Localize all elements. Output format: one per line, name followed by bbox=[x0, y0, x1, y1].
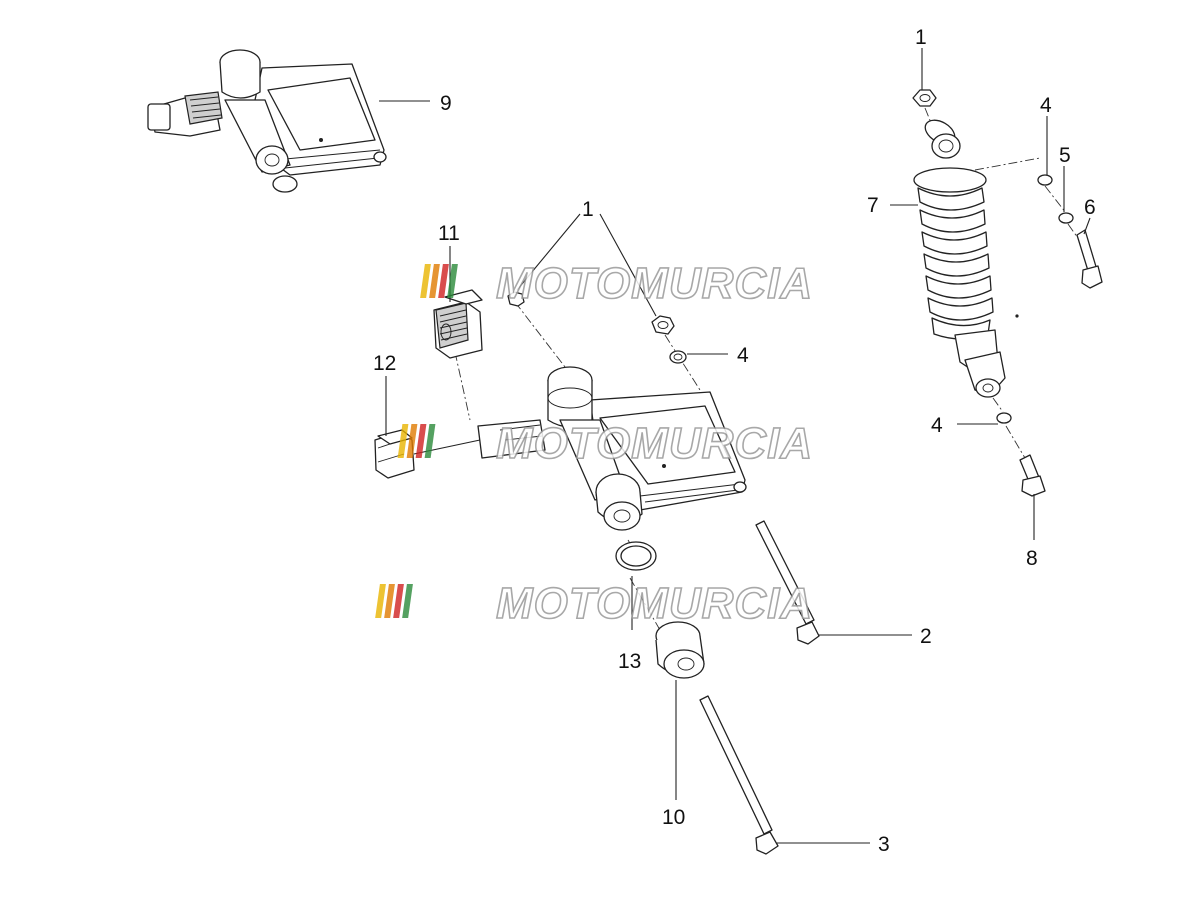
watermark-stripe bbox=[406, 424, 418, 458]
watermark-stripe bbox=[397, 424, 409, 458]
callout-4-lower: 4 bbox=[931, 414, 943, 437]
callout-8: 8 bbox=[1026, 547, 1038, 570]
callout-4-upper: 4 bbox=[1040, 94, 1052, 117]
callout-5: 5 bbox=[1059, 144, 1071, 167]
callout-11: 11 bbox=[438, 222, 460, 245]
long-bolt-part-3 bbox=[699, 695, 779, 855]
callout-labels: 1 1 2 3 4 4 4 5 6 7 8 9 10 11 12 13 bbox=[373, 26, 1096, 856]
watermark-text: MOTOMURCIA bbox=[496, 419, 813, 468]
rubber-block-part-11 bbox=[433, 289, 483, 359]
watermark-text: MOTOMURCIA bbox=[496, 579, 813, 628]
watermark-stripe bbox=[384, 584, 395, 618]
watermark-stripe bbox=[447, 264, 458, 298]
watermark-stripe bbox=[415, 424, 427, 458]
long-bolt-part-2 bbox=[755, 520, 820, 645]
watermark-stripe bbox=[429, 264, 440, 298]
bushing-part-10 bbox=[655, 621, 705, 679]
callout-13: 13 bbox=[618, 650, 641, 673]
watermark-text: MOTOMURCIA bbox=[496, 259, 813, 308]
watermark-3: MOTOMURCIA bbox=[375, 578, 813, 629]
callout-1-arm-nuts: 1 bbox=[582, 198, 594, 221]
callout-1-shock-nut: 1 bbox=[915, 26, 927, 49]
callout-6: 6 bbox=[1084, 196, 1096, 219]
callout-9: 9 bbox=[440, 92, 452, 115]
callout-12: 12 bbox=[373, 352, 396, 375]
watermark-1: MOTOMURCIA bbox=[420, 258, 813, 309]
watermark-stripe bbox=[420, 264, 431, 298]
watermark-stripe bbox=[393, 584, 404, 618]
watermark-stripe bbox=[402, 584, 413, 618]
watermark-2: MOTOMURCIA bbox=[397, 418, 813, 469]
callout-3: 3 bbox=[878, 833, 890, 856]
leader-lines bbox=[379, 48, 1091, 844]
callout-7: 7 bbox=[867, 194, 879, 217]
watermark-stripe bbox=[438, 264, 449, 298]
callout-10: 10 bbox=[662, 806, 685, 829]
watermark-stripe bbox=[424, 424, 436, 458]
swingarm-main-assembly bbox=[454, 291, 747, 631]
shock-absorber-part-7 bbox=[912, 89, 1103, 497]
watermark-stripe bbox=[375, 584, 386, 618]
swingarm-overview-part-9 bbox=[147, 49, 387, 193]
o-ring-part-13 bbox=[615, 541, 657, 571]
callout-2: 2 bbox=[920, 625, 932, 648]
spring-coils bbox=[917, 187, 994, 340]
callout-4-arm: 4 bbox=[737, 344, 749, 367]
